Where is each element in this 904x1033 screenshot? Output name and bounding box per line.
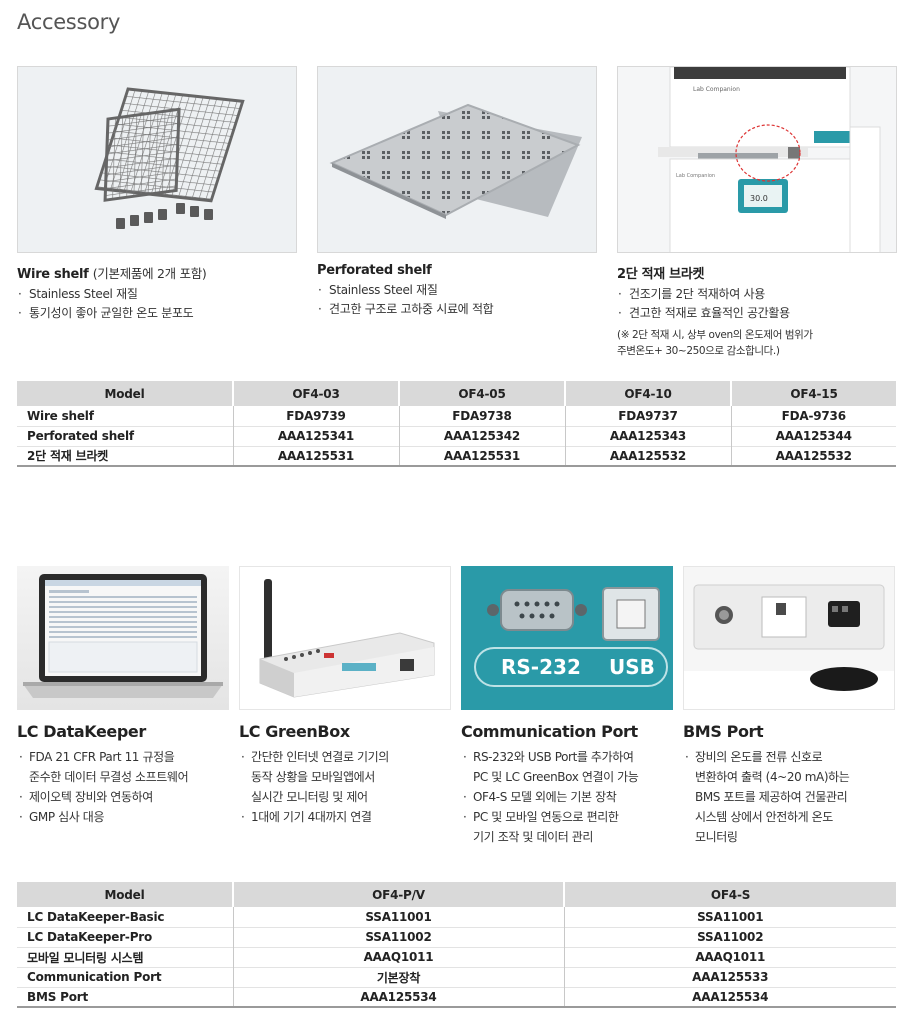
lc-greenbox-image: [239, 566, 451, 710]
accessory-name: 2단 적재 브라켓: [617, 267, 705, 282]
usb-label: USB: [609, 655, 655, 679]
table-cell: AAA125344: [730, 426, 896, 446]
stacking-bracket-image: Lab Companion Lab Companion 30.0: [617, 66, 897, 253]
option-card-lc-greenbox: LC GreenBox 간단한 인터넷 연결로 기기의 동작 상황을 모바일앱에…: [239, 566, 451, 827]
table-cell: AAA125534: [232, 987, 564, 1007]
table-header-cell: Model: [17, 381, 233, 406]
page-title: Accessory: [17, 10, 121, 34]
accessory-name: Perforated shelf: [317, 263, 432, 278]
communication-port-image: RS-232 USB: [461, 566, 673, 710]
table-row: Wire shelf FDA9739 FDA9738 FDA9737 FDA-9…: [17, 406, 896, 426]
table-cell: FDA9737: [564, 406, 731, 426]
table-cell: AAA125532: [730, 446, 896, 466]
table-cell: AAA125343: [564, 426, 731, 446]
table-cell: Communication Port: [27, 970, 162, 984]
table-cell: 기본장착: [232, 967, 564, 987]
table-header-cell: OF4-10: [564, 381, 731, 406]
table-cell: AAA125341: [232, 426, 399, 446]
option-features: FDA 21 CFR Part 11 규정을 준수한 데이터 무결성 소프트웨어…: [17, 747, 229, 827]
option-name: Communication Port: [461, 722, 638, 741]
table-cell: LC DataKeeper-Pro: [27, 930, 153, 944]
table-row: LC DataKeeper-Basic SSA11001 SSA11001: [17, 907, 896, 927]
table-row: 모바일 모니터링 시스템 AAAQ1011 AAAQ1011: [17, 947, 896, 967]
table-header-cell: OF4-S: [563, 882, 896, 907]
accessory-card-wire-shelf: Wire shelf (기본제품에 2개 포함) Stainless Steel…: [17, 66, 297, 323]
table-row: Perforated shelf AAA125341 AAA125342 AAA…: [17, 426, 896, 446]
option-features: 간단한 인터넷 연결로 기기의 동작 상황을 모바일앱에서 실시간 모니터링 및…: [239, 747, 451, 827]
table-cell: AAA125531: [232, 446, 399, 466]
accessory-features: Stainless Steel 재질 통기성이 좋아 균일한 온도 분포도: [17, 285, 297, 323]
option-model-table: Model OF4-P/V OF4-S LC DataKeeper-Basic …: [17, 882, 896, 1008]
accessory-name: Wire shelf (기본제품에 2개 포함): [17, 266, 207, 282]
option-card-bms-port: BMS Port 장비의 온도를 전류 신호로 변환하여 출력 (4~20 mA…: [683, 566, 895, 847]
option-name: LC DataKeeper: [17, 722, 146, 741]
table-cell: AAAQ1011: [563, 947, 896, 967]
table-header-cell: OF4-15: [730, 381, 896, 406]
table-cell: SSA11001: [563, 907, 896, 927]
table-cell: SSA11002: [563, 927, 896, 947]
accessory-card-stacking-bracket: Lab Companion Lab Companion 30.0 2단 적재 브…: [617, 66, 897, 359]
accessory-features: Stainless Steel 재질 견고한 구조로 고하중 시료에 적합: [317, 281, 597, 319]
table-header-cell: OF4-05: [398, 381, 565, 406]
table-header-row: Model OF4-P/V OF4-S: [17, 882, 896, 907]
table-cell: AAA125534: [563, 987, 896, 1007]
bms-port-image: [683, 566, 895, 710]
table-cell: AAA125342: [398, 426, 565, 446]
option-card-communication-port: RS-232 USB Communication Port RS-232와 US…: [461, 566, 673, 847]
option-name: LC GreenBox: [239, 722, 350, 741]
table-row: LC DataKeeper-Pro SSA11002 SSA11002: [17, 927, 896, 947]
table-row: 2단 적재 브라켓 AAA125531 AAA125531 AAA125532 …: [17, 446, 896, 466]
table-cell: AAA125531: [398, 446, 565, 466]
option-card-lc-datakeeper: LC DataKeeper FDA 21 CFR Part 11 규정을 준수한…: [17, 566, 229, 827]
table-header-row: Model OF4-03 OF4-05 OF4-10 OF4-15: [17, 381, 896, 406]
table-cell: SSA11002: [232, 927, 564, 947]
accessory-note: (※ 2단 적재 시, 상부 oven의 온도제어 범위가 주변온도+ 30~2…: [617, 329, 813, 357]
table-cell: BMS Port: [27, 989, 89, 1004]
table-cell: FDA9739: [232, 406, 399, 426]
table-header-cell: OF4-03: [232, 381, 399, 406]
table-cell: Perforated shelf: [27, 429, 134, 443]
table-cell: AAA125532: [564, 446, 731, 466]
table-header-cell: OF4-P/V: [232, 882, 564, 907]
table-cell: Wire shelf: [27, 408, 94, 423]
accessory-model-table: Model OF4-03 OF4-05 OF4-10 OF4-15 Wire s…: [17, 381, 896, 467]
table-cell: AAA125533: [563, 967, 896, 987]
oven-brand-small-text: Lab Companion: [676, 173, 715, 179]
wire-shelf-image: [17, 66, 297, 253]
oven-brand-text: Lab Companion: [693, 86, 740, 93]
lc-datakeeper-image: [17, 566, 229, 710]
table-cell: FDA-9736: [730, 406, 896, 426]
rs232-label: RS-232: [501, 655, 581, 679]
accessory-features: 건조기를 2단 적재하여 사용 견고한 적재로 효율적인 공간활용: [617, 285, 897, 323]
option-name: BMS Port: [683, 722, 764, 741]
table-row: BMS Port AAA125534 AAA125534: [17, 987, 896, 1007]
table-cell: LC DataKeeper-Basic: [27, 909, 165, 924]
table-row: Communication Port 기본장착 AAA125533: [17, 967, 896, 987]
table-cell: SSA11001: [232, 907, 564, 927]
option-features: RS-232와 USB Port를 추가하여 PC 및 LC GreenBox …: [461, 747, 673, 847]
oven-display-reading: 30.0: [750, 194, 768, 203]
table-cell: 모바일 모니터링 시스템: [27, 950, 144, 965]
table-cell: AAAQ1011: [232, 947, 564, 967]
perforated-shelf-image: [317, 66, 597, 253]
table-header-cell: Model: [17, 882, 233, 907]
table-cell: FDA9738: [398, 406, 565, 426]
option-features: 장비의 온도를 전류 신호로 변환하여 출력 (4~20 mA)하는 BMS 포…: [683, 747, 895, 847]
accessory-card-perforated-shelf: Perforated shelf Stainless Steel 재질 견고한 …: [317, 66, 597, 319]
table-cell: 2단 적재 브라켓: [27, 449, 109, 464]
